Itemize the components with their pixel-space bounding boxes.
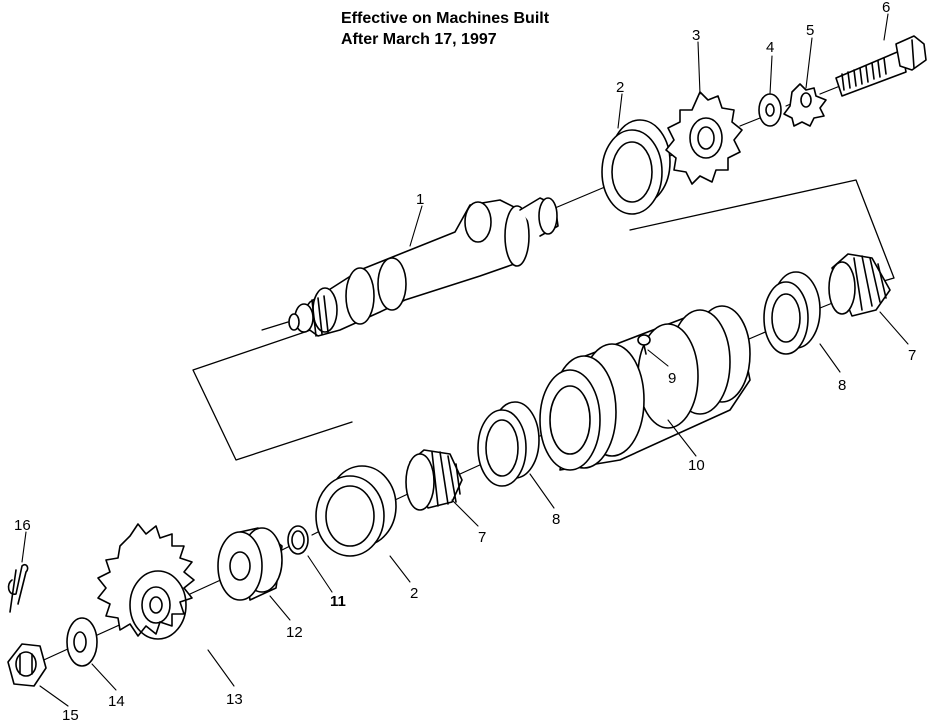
lock-tab-washer: [783, 83, 827, 127]
housing: [539, 305, 751, 471]
assembly-bracket: [192, 317, 353, 461]
callout-8-left: 8: [552, 511, 560, 528]
callout-4: 4: [766, 39, 774, 56]
callout-2-upper: 2: [616, 79, 624, 96]
callout-7-left: 7: [478, 529, 486, 546]
o-ring: [287, 525, 309, 555]
grease-fitting: [637, 334, 651, 355]
cup-left: [477, 401, 540, 487]
cup-right: [763, 271, 821, 355]
note-line-2: After March 17, 1997: [341, 31, 497, 48]
note-line-1: Effective on Machines Built: [341, 10, 550, 27]
callout-12: 12: [286, 624, 303, 641]
callout-11: 11: [330, 593, 346, 610]
bolt: [835, 35, 927, 97]
callout-2-lower: 2: [410, 585, 418, 602]
callout-10: 10: [688, 457, 705, 474]
callout-16: 16: [14, 517, 31, 534]
callout-14: 14: [108, 693, 125, 710]
castle-nut: [7, 643, 47, 687]
callout-6: 6: [882, 0, 890, 16]
callout-1: 1: [416, 191, 424, 208]
callout-5: 5: [806, 22, 814, 39]
cotter-pin: [7, 563, 29, 613]
sprocket-large: [97, 523, 195, 640]
callout-13: 13: [226, 691, 243, 708]
bearing-lower: [315, 465, 397, 557]
callout-3: 3: [692, 27, 700, 44]
callout-labels: 1 2 3 4 5 6 7 8 9 10 2 8 7 11 12 13 14 1…: [14, 0, 916, 722]
washer-upper: [758, 93, 782, 127]
callout-7-right: 7: [908, 347, 916, 364]
spacer: [217, 527, 283, 601]
callout-8-right: 8: [838, 377, 846, 394]
callout-15: 15: [62, 707, 79, 722]
leader-lines: [21, 13, 909, 707]
shaft: [288, 197, 559, 337]
bearing-upper: [601, 119, 671, 215]
callout-9: 9: [668, 370, 676, 387]
drive-sprocket-small: [665, 91, 743, 185]
cone-bearing-right: [828, 253, 891, 317]
assembly-bracket-right: [629, 179, 895, 283]
washer-lower: [66, 617, 98, 667]
cone-bearing-left: [405, 449, 463, 511]
